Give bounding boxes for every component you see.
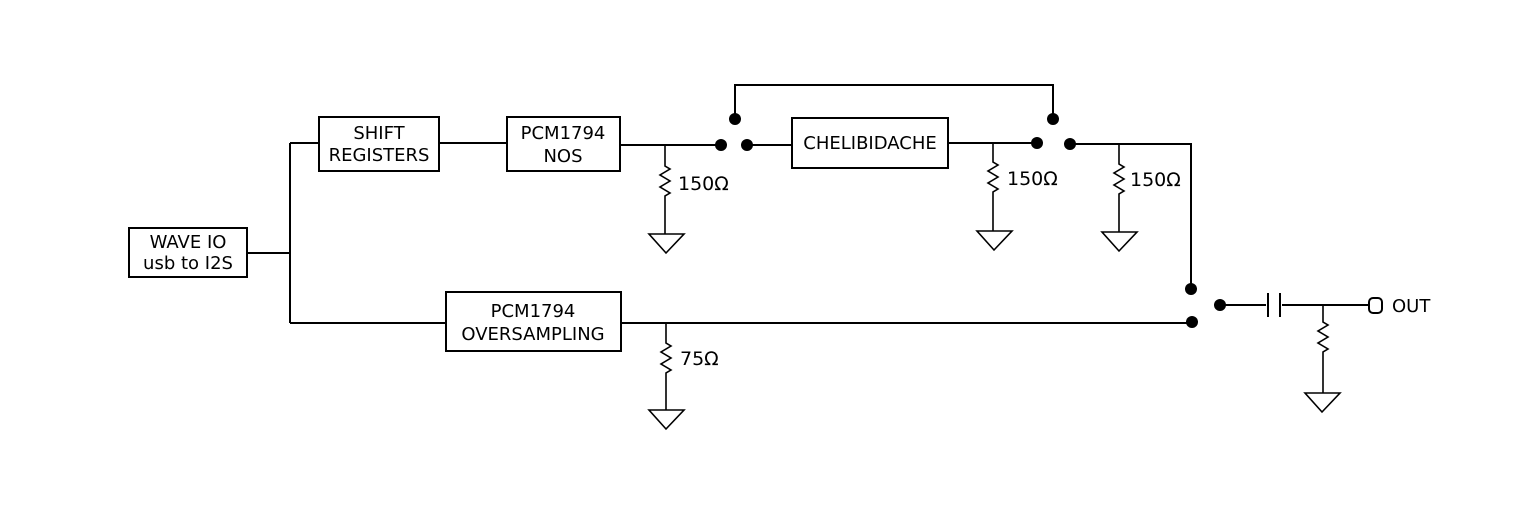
switch-output-select xyxy=(1185,283,1226,328)
pcm-nos-line-2: NOS xyxy=(543,146,582,167)
output-label: OUT xyxy=(1392,296,1431,317)
block-pcm1794-nos: PCM1794 NOS xyxy=(506,116,621,172)
resistor-nos-load: 150Ω xyxy=(647,145,729,255)
block-shift-registers: SHIFT REGISTERS xyxy=(318,116,440,172)
block-wave-io: WAVE IO usb to I2S xyxy=(128,227,248,278)
pcm-os-line-1: PCM1794 xyxy=(491,301,576,322)
output-terminal: OUT xyxy=(1368,296,1431,317)
pcm-os-line-2: OVERSAMPLING xyxy=(461,324,604,345)
block-pcm1794-oversampling: PCM1794 OVERSAMPLING xyxy=(445,291,622,352)
resistor-nos-value: 150Ω xyxy=(678,173,729,195)
shift-registers-line-1: SHIFT xyxy=(353,123,405,144)
switch-chel-out xyxy=(1031,113,1076,150)
resistor-os-value: 75Ω xyxy=(680,348,719,370)
resistor-chel-value: 150Ω xyxy=(1007,168,1058,190)
resistor-os-load: 75Ω xyxy=(647,323,719,431)
block-chelibidache: CHELIBIDACHE xyxy=(791,117,949,169)
switch-nos-chel-in xyxy=(715,113,753,151)
output-capacitor xyxy=(1267,293,1281,317)
wires xyxy=(247,84,1368,324)
resistor-output-shunt xyxy=(1303,305,1342,414)
resistor-switch-value: 150Ω xyxy=(1130,169,1181,191)
resistor-switch-load: 150Ω xyxy=(1100,144,1181,253)
resistor-chel-load: 150Ω xyxy=(975,143,1058,252)
wave-io-line-2: usb to I2S xyxy=(143,253,233,274)
chelibidache-label: CHELIBIDACHE xyxy=(803,133,937,154)
pcm-nos-line-1: PCM1794 xyxy=(521,123,606,144)
wave-io-line-1: WAVE IO xyxy=(150,232,227,253)
shift-registers-line-2: REGISTERS xyxy=(329,145,430,166)
